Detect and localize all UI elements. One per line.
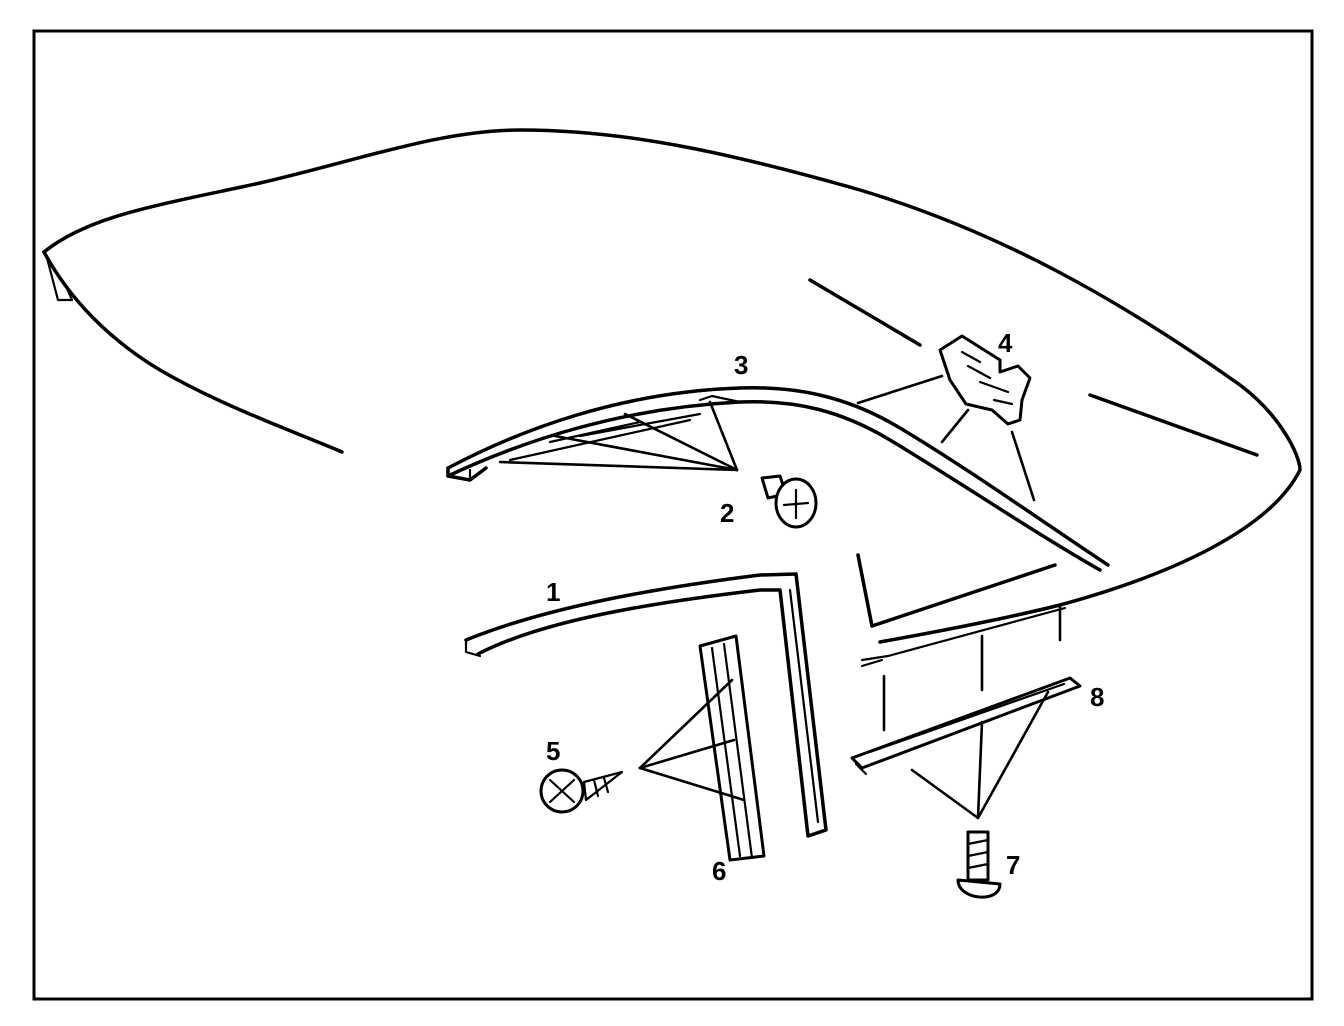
- callout-3: 3: [734, 350, 748, 380]
- rail-part-8: [850, 676, 1082, 776]
- pillar-seal-part-6: [698, 634, 766, 862]
- roof-panel: [42, 128, 1302, 668]
- callout-5: 5: [546, 736, 560, 766]
- callout-7: 7: [1006, 850, 1020, 880]
- leader-lines: [498, 374, 1062, 820]
- screw-part-5: [539, 768, 624, 814]
- callout-1: 1: [546, 577, 560, 607]
- bracket-part-4: [938, 334, 1032, 426]
- callout-4: 4: [998, 328, 1013, 358]
- callout-8: 8: [1090, 682, 1104, 712]
- callout-6: 6: [712, 856, 726, 886]
- clip-fastener-part-2: [760, 474, 818, 529]
- callout-2: 2: [720, 498, 734, 528]
- diagram-frame: [32, 29, 1314, 1001]
- bolt-part-7: [956, 830, 1002, 899]
- pillar-molding-part-1: [464, 572, 828, 838]
